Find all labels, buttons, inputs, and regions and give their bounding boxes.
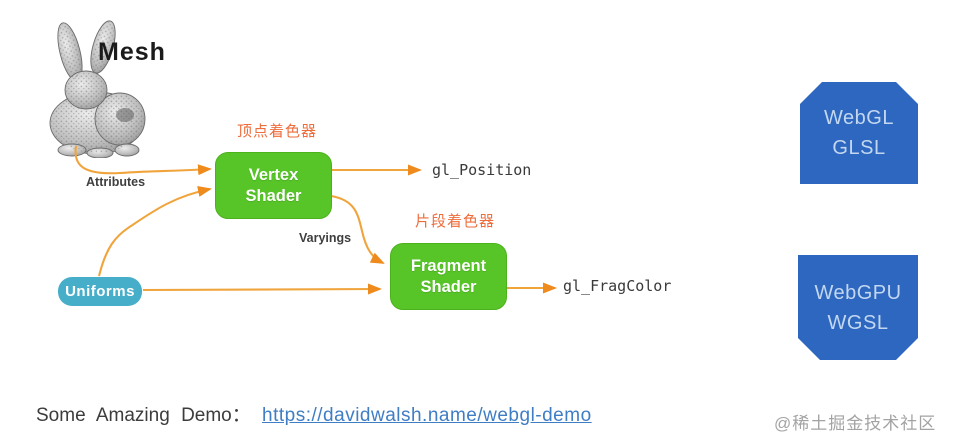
wgsl-label: WGSL — [827, 311, 889, 334]
webgl-label: WebGL — [824, 107, 894, 129]
vertex-shader-cn-label: 顶点着色器 — [237, 123, 318, 140]
webgpu-label: WebGPU — [814, 281, 902, 304]
arrow-uniforms-to-fragment — [142, 283, 382, 295]
fragment-shader-label-line1: Fragment — [410, 256, 487, 275]
varyings-label: Varyings — [299, 231, 352, 245]
glsl-label: GLSL — [832, 137, 886, 159]
uniforms-label: Uniforms — [65, 283, 135, 300]
watermark-juejin: @稀土掘金技术社区 — [774, 414, 937, 433]
arrow-uniforms-to-vertex — [97, 186, 212, 277]
vertex-shader-label-line1: Vertex — [248, 165, 299, 184]
attributes-label: Attributes — [86, 175, 146, 189]
vertex-shader-node: Vertex Shader — [215, 152, 332, 219]
webgpu-wgsl-box: WebGPU WGSL — [798, 255, 918, 360]
webgl-glsl-box: WebGL GLSL — [800, 82, 918, 184]
arrow-varyings-to-fragment — [330, 194, 385, 264]
mesh-bunny-image — [49, 20, 146, 158]
demo-footer: Some Amazing Demo： https://davidwalsh.na… — [36, 400, 592, 427]
fragment-shader-node: Fragment Shader — [390, 243, 507, 310]
mesh-label: Mesh — [98, 38, 166, 66]
bunny-shading — [116, 108, 134, 122]
gl-position-output: gl_Position — [432, 161, 532, 179]
fragment-shader-cn-label: 片段着色器 — [415, 213, 496, 230]
uniforms-node: Uniforms — [58, 277, 142, 306]
fragment-shader-label-line2: Shader — [420, 277, 477, 296]
demo-link[interactable]: https://davidwalsh.name/webgl-demo — [262, 405, 592, 426]
gl-fragcolor-output: gl_FragColor — [563, 277, 672, 295]
vertex-shader-label-line2: Shader — [245, 186, 302, 205]
demo-footer-prefix: Some Amazing Demo： — [36, 405, 251, 426]
